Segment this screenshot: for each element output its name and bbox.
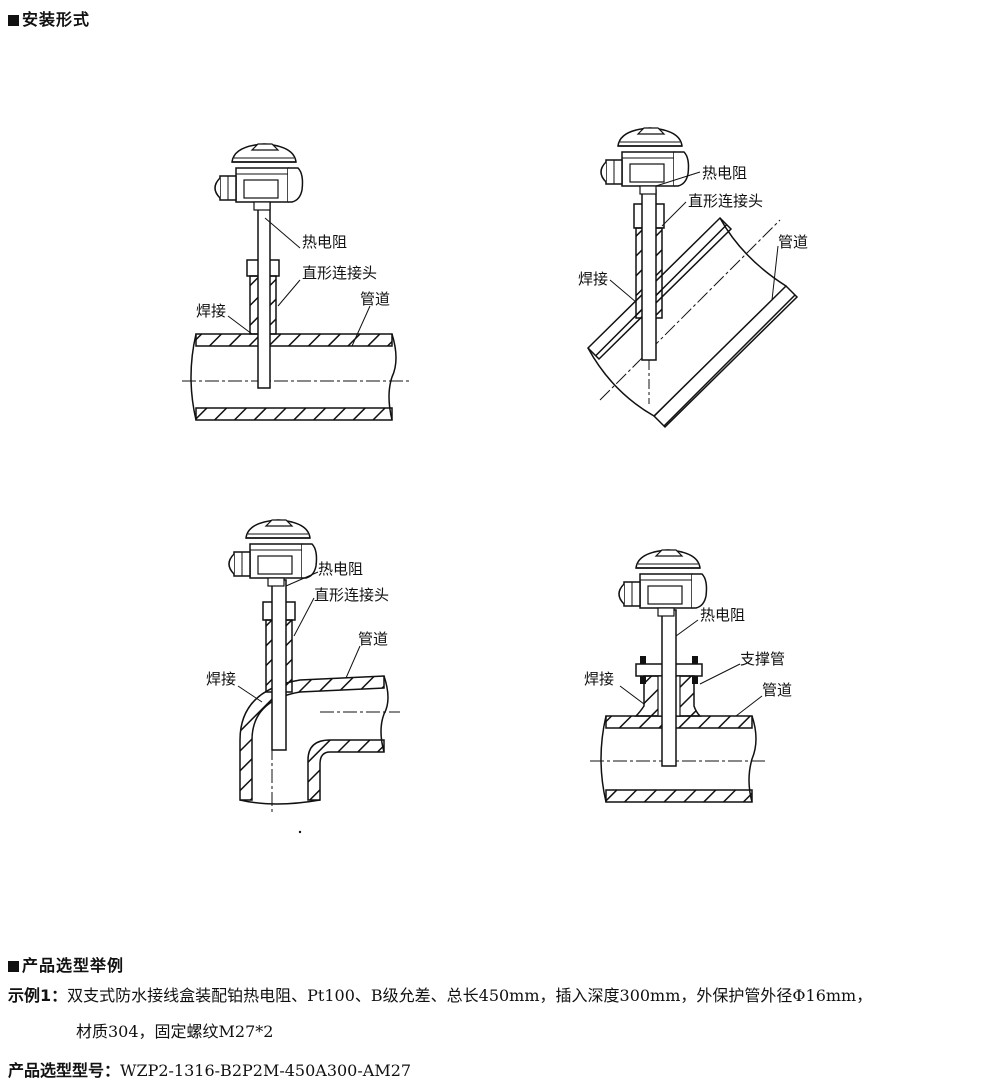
model-line: 产品选型型号：WZP2-1316-B2P2M-450A300-AM27 [8,1057,411,1081]
fig4-pipe-label: 管道 [762,681,792,699]
fig1-pipe-label: 管道 [360,290,390,308]
example-label: 示例1： [8,986,68,1005]
fig2-pipe-label: 管道 [778,233,808,251]
selection-section-title: 产品选型举例 [8,952,124,976]
square-bullet-icon [8,961,19,972]
example-text-1: 双支式防水接线盒装配铂热电阻、Pt100、B级允差、总长450mm，插入深度30… [67,986,873,1005]
installation-drawings: 热电阻 直形连接头 管道 焊接 热电阻 直形连接头 管道 焊接 [182,127,808,834]
example-line-1: 示例1：双支式防水接线盒装配铂热电阻、Pt100、B级允差、总长450mm，插入… [8,982,872,1006]
figure-4-flange-support: 热电阻 支撑管 管道 焊接 [584,549,792,803]
fig1-connector-label: 直形连接头 [302,264,377,282]
fig4-weld-label: 焊接 [584,670,614,688]
fig3-rtd-label: 热电阻 [318,560,363,578]
fig4-rtd-label: 热电阻 [700,606,745,624]
figure-3-elbow-pipe: 热电阻 直形连接头 管道 焊接 [206,519,400,834]
figure-1-straight-pipe: 热电阻 直形连接头 管道 焊接 [182,143,410,421]
fig1-weld-label: 焊接 [196,302,226,320]
model-value: WZP2-1316-B2P2M-450A300-AM27 [120,1061,412,1080]
fig4-support-label: 支撑管 [740,650,785,668]
fig2-weld-label: 焊接 [578,270,608,288]
figure-2-inclined-pipe: 热电阻 直形连接头 管道 焊接 [578,127,808,429]
example-line-2: 材质304，固定螺纹M27*2 [76,1022,274,1041]
fig2-connector-label: 直形连接头 [688,192,763,210]
install-title-text: 安装形式 [22,10,91,29]
selection-title-text: 产品选型举例 [22,956,125,975]
fig2-rtd-label: 热电阻 [702,164,747,182]
install-section-title: 安装形式 [8,6,90,30]
fig3-pipe-label: 管道 [358,630,388,648]
fig3-connector-label: 直形连接头 [314,586,389,604]
model-label: 产品选型型号： [8,1061,121,1080]
fig1-rtd-label: 热电阻 [302,233,347,251]
fig3-weld-label: 焊接 [206,670,236,688]
square-bullet-icon [8,15,19,26]
